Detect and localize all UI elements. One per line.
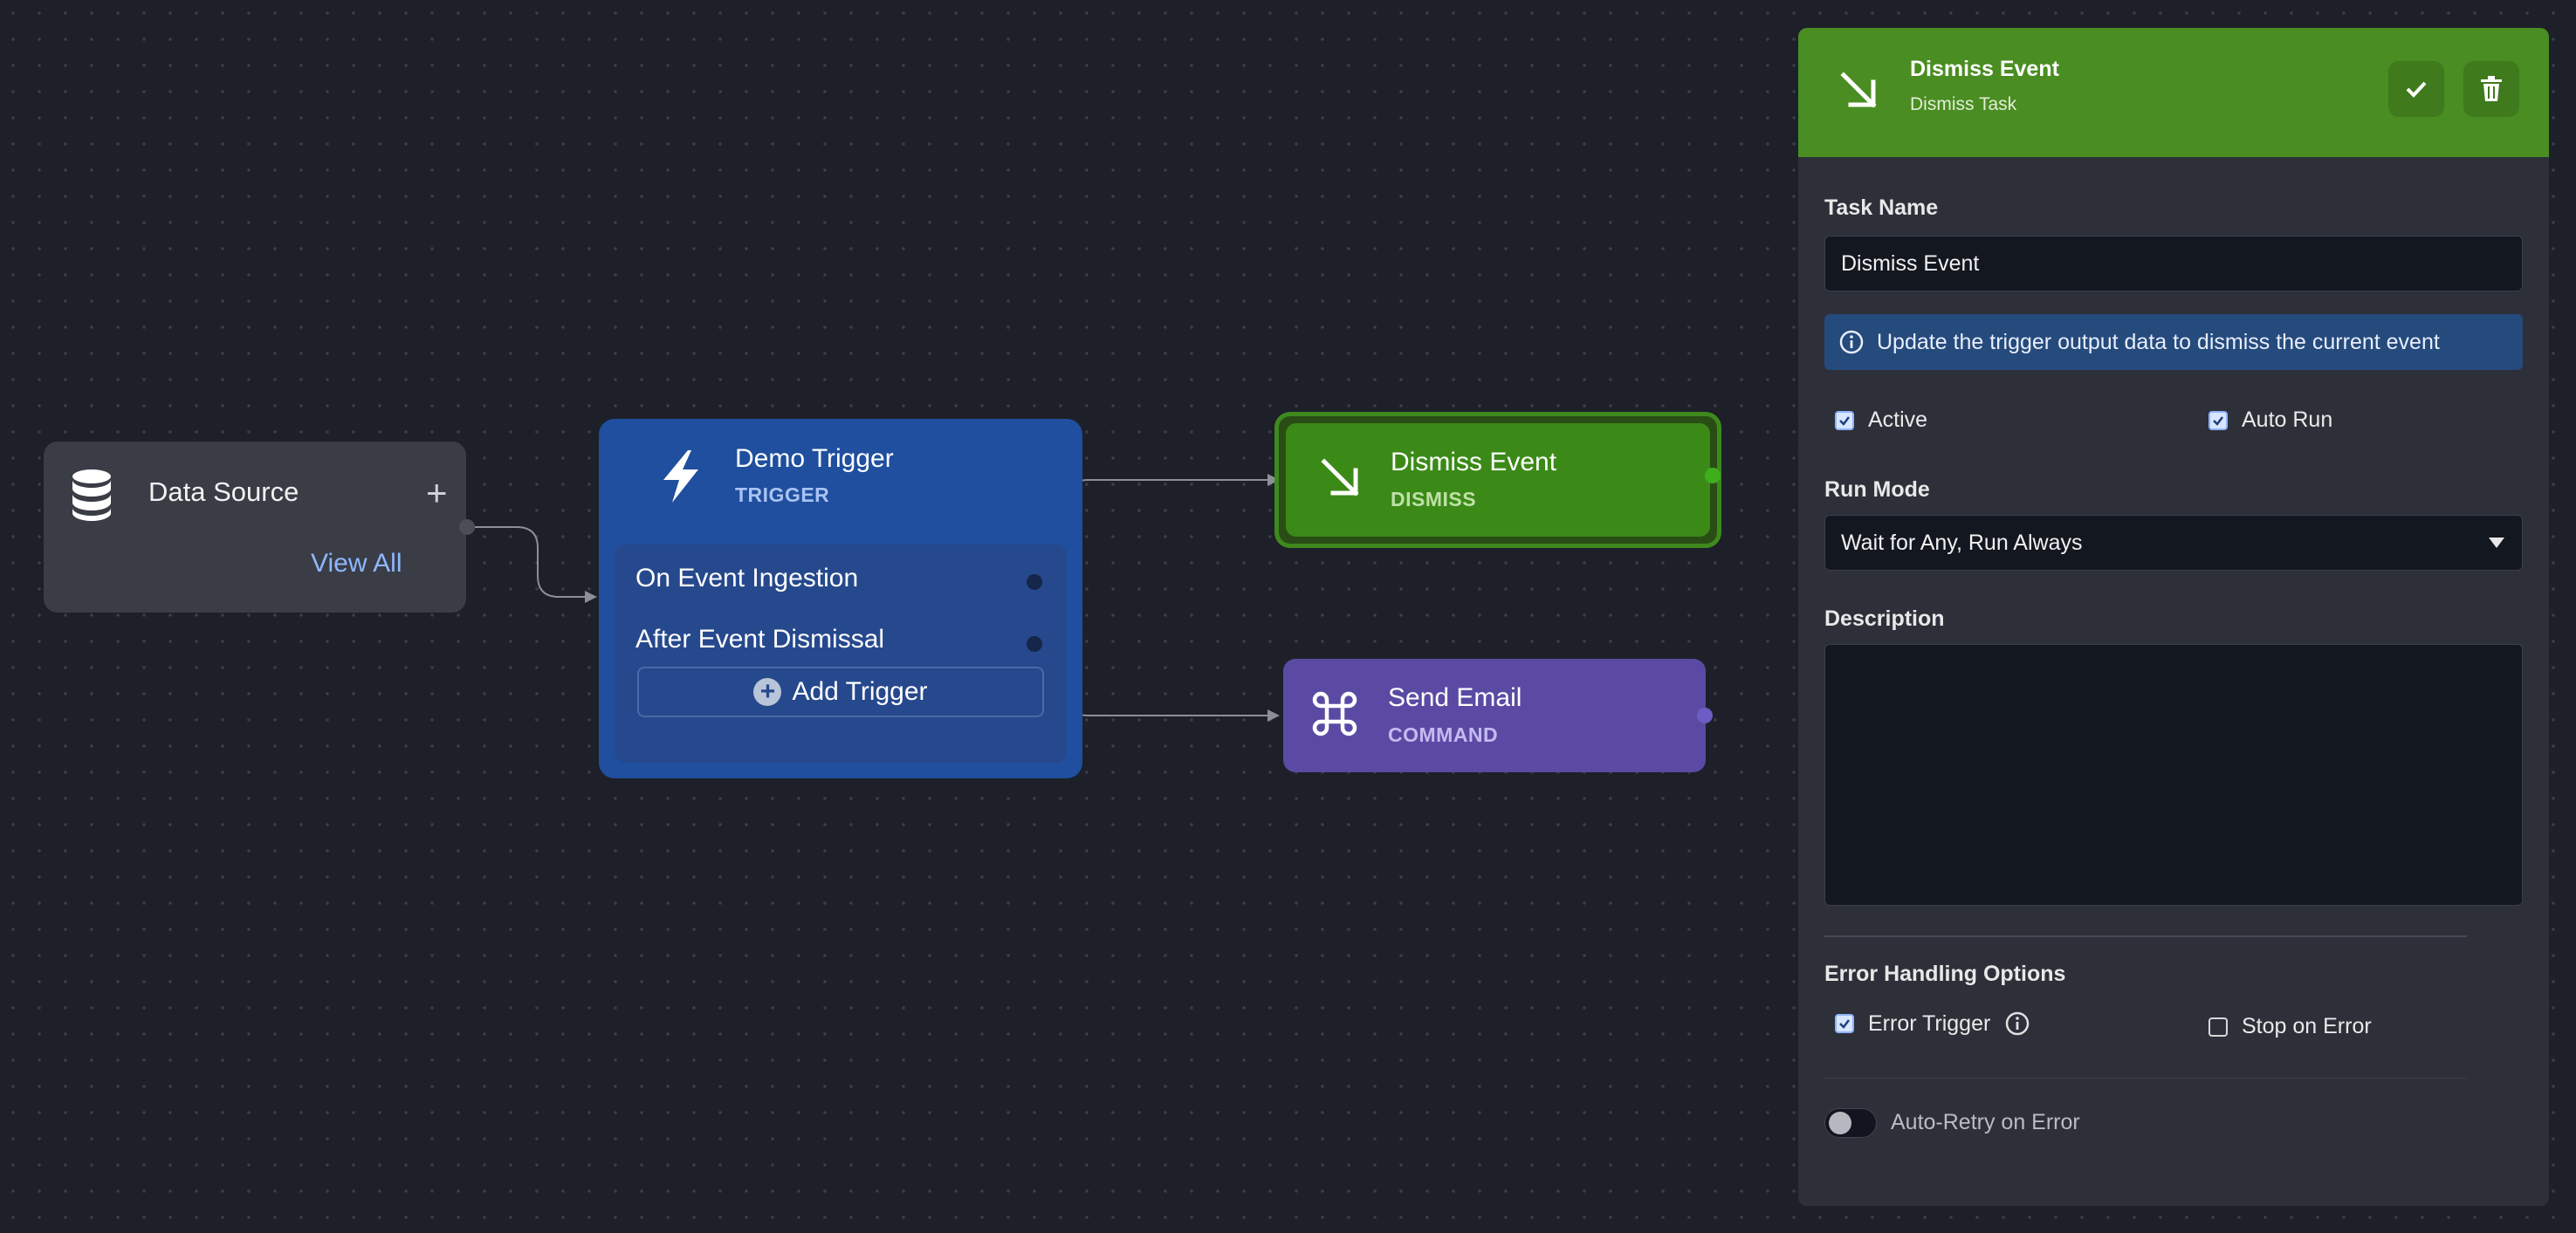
edge-datasource-trigger xyxy=(468,526,595,598)
info-icon[interactable] xyxy=(2004,1010,2030,1037)
database-icon xyxy=(72,469,111,521)
error-handling-label: Error Handling Options xyxy=(1824,962,2066,986)
auto-run-checkbox[interactable] xyxy=(2208,410,2228,430)
info-text: Update the trigger output data to dismis… xyxy=(1877,329,2440,354)
data-source-title: Data Source xyxy=(148,476,299,507)
send-email-node[interactable]: Send Email COMMAND xyxy=(1283,659,1713,772)
toggle-knob xyxy=(1829,1112,1851,1134)
trash-icon xyxy=(2481,76,2502,101)
view-all-link[interactable]: View All xyxy=(311,549,402,578)
arrow-down-right-icon xyxy=(1840,72,1877,108)
auto-run-label: Auto Run xyxy=(2242,408,2333,432)
run-mode-label: Run Mode xyxy=(1824,477,1930,502)
active-checkbox[interactable] xyxy=(1835,410,1854,430)
run-mode-value: Wait for Any, Run Always xyxy=(1841,530,2083,555)
trigger-type-label: TRIGGER xyxy=(735,483,830,506)
data-source-output-port[interactable] xyxy=(459,519,475,535)
dismiss-output-port[interactable] xyxy=(1705,468,1721,483)
panel-subtitle: Dismiss Task xyxy=(1910,94,2017,114)
trigger-output-port[interactable] xyxy=(1027,636,1042,652)
check-icon xyxy=(2406,81,2427,98)
auto-run-checkbox-row[interactable]: Auto Run xyxy=(2208,408,2332,433)
add-trigger-label: Add Trigger xyxy=(792,677,928,706)
send-email-output-port[interactable] xyxy=(1697,708,1713,723)
error-trigger-label: Error Trigger xyxy=(1868,1010,1991,1036)
task-properties-panel: Dismiss Event Dismiss Task Task Name Upd… xyxy=(1798,28,2549,1206)
trigger-title: Demo Trigger xyxy=(735,444,894,473)
auto-retry-label: Auto-Retry on Error xyxy=(1891,1110,2080,1134)
panel-header: Dismiss Event Dismiss Task xyxy=(1798,28,2549,157)
edge-arrow xyxy=(1267,474,1280,486)
stop-on-error-checkbox-row[interactable]: Stop on Error xyxy=(2208,1014,2372,1039)
auto-retry-toggle[interactable] xyxy=(1824,1108,1877,1138)
arrow-down-right-icon xyxy=(1321,458,1359,497)
dismiss-node-title: Dismiss Event xyxy=(1391,448,1557,476)
stop-on-error-checkbox[interactable] xyxy=(2208,1017,2228,1037)
send-email-title: Send Email xyxy=(1388,683,1522,712)
description-label: Description xyxy=(1824,606,1945,631)
section-divider xyxy=(1824,1078,2467,1079)
stop-on-error-label: Stop on Error xyxy=(2242,1014,2372,1038)
add-data-source-button[interactable]: + xyxy=(426,472,448,513)
edge-arrow xyxy=(1267,709,1280,722)
confirm-button[interactable] xyxy=(2388,61,2444,117)
run-mode-select[interactable]: Wait for Any, Run Always xyxy=(1824,515,2523,571)
active-checkbox-row[interactable]: Active xyxy=(1835,408,1927,433)
task-name-label: Task Name xyxy=(1824,195,1939,220)
trigger-output-port[interactable] xyxy=(1027,574,1042,590)
section-divider xyxy=(1824,935,2467,937)
data-source-node[interactable]: Data Source + View All xyxy=(44,442,475,613)
trigger-node[interactable]: Demo Trigger TRIGGER On Event Ingestion … xyxy=(599,419,1082,778)
delete-button[interactable] xyxy=(2463,61,2519,117)
error-trigger-checkbox[interactable] xyxy=(1835,1014,1854,1033)
trigger-item-after-event-dismissal[interactable]: After Event Dismissal xyxy=(635,625,885,654)
task-name-input[interactable] xyxy=(1824,236,2523,291)
panel-title: Dismiss Event xyxy=(1910,57,2059,81)
plus-circle-icon: + xyxy=(753,678,782,706)
description-textarea[interactable] xyxy=(1824,644,2523,906)
trigger-list: On Event Ingestion After Event Dismissal… xyxy=(615,545,1067,763)
info-icon xyxy=(1839,330,1864,354)
active-label: Active xyxy=(1868,408,1928,432)
add-trigger-button[interactable]: + Add Trigger xyxy=(637,667,1044,717)
error-trigger-checkbox-row[interactable]: Error Trigger xyxy=(1835,1010,2030,1037)
dismiss-node-body: Dismiss Event DISMISS xyxy=(1286,423,1710,537)
send-email-type: COMMAND xyxy=(1388,723,1499,746)
command-icon xyxy=(1312,691,1357,736)
edge-arrow xyxy=(585,591,597,603)
dismiss-event-node[interactable]: Dismiss Event DISMISS xyxy=(1274,412,1721,548)
checkmark-icon xyxy=(1839,415,1850,426)
lightning-icon xyxy=(663,450,698,503)
info-banner: Update the trigger output data to dismis… xyxy=(1824,314,2523,370)
caret-down-icon xyxy=(2489,538,2504,548)
checkmark-icon xyxy=(1839,1019,1850,1029)
trigger-item-on-event-ingestion[interactable]: On Event Ingestion xyxy=(635,564,859,593)
dismiss-node-type: DISMISS xyxy=(1391,488,1477,510)
checkmark-icon xyxy=(2213,415,2223,426)
